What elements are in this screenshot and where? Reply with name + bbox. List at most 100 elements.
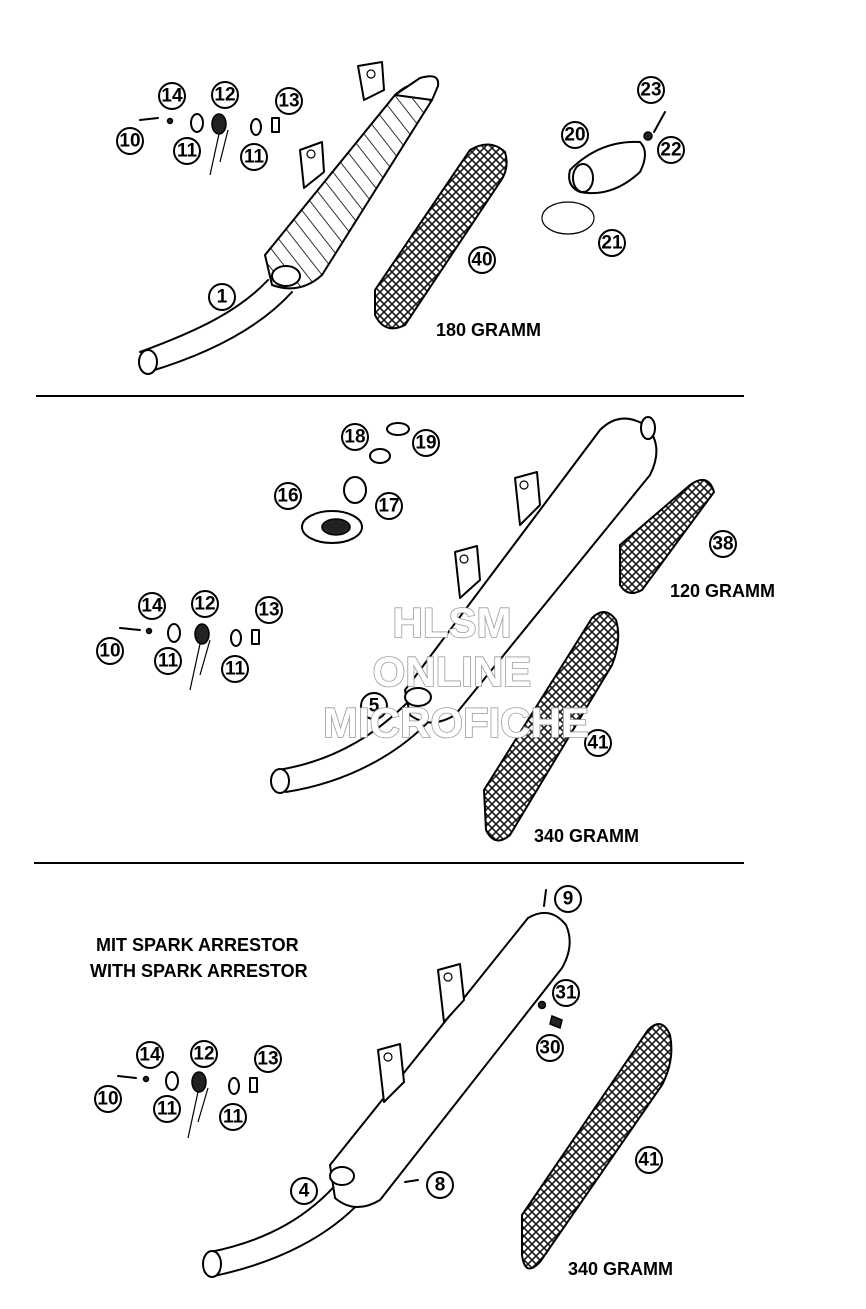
callout-12-s2: 12 bbox=[191, 590, 219, 618]
callout-11b: 11 bbox=[240, 143, 268, 171]
mount-line-2 bbox=[189, 639, 211, 691]
svg-text:14: 14 bbox=[141, 596, 163, 617]
nut-13 bbox=[271, 117, 280, 133]
callout-19: 19 bbox=[412, 429, 440, 457]
bushing-12-s3 bbox=[191, 1071, 207, 1093]
grommet-11a-s3 bbox=[165, 1071, 179, 1091]
callout-30: 30 bbox=[536, 1034, 564, 1062]
callout-11b-s2: 11 bbox=[221, 655, 249, 683]
callout-17: 17 bbox=[375, 492, 403, 520]
callout-9: 9 bbox=[554, 885, 582, 913]
silencer-5-outlet bbox=[640, 416, 656, 440]
silencer-5-pipe-end bbox=[270, 768, 290, 794]
section-1-packing-weight: 180 GRAMM bbox=[436, 320, 541, 340]
svg-text:10: 10 bbox=[99, 641, 120, 662]
callout-11b-s3: 11 bbox=[219, 1103, 247, 1131]
washer-14-s2 bbox=[145, 627, 153, 635]
section-3-title-de: MIT SPARK ARRESTOR bbox=[96, 935, 299, 955]
ring-18 bbox=[369, 448, 391, 464]
svg-text:11: 11 bbox=[157, 1099, 178, 1120]
callout-41-s2: 41 bbox=[584, 729, 612, 757]
watermark-line-1: HLSM bbox=[393, 599, 512, 646]
callout-8: 8 bbox=[426, 1171, 454, 1199]
silencer-5-bracket-a bbox=[514, 471, 541, 526]
svg-text:38: 38 bbox=[712, 534, 733, 555]
silencer-1-inlet bbox=[271, 265, 301, 287]
callout-10-s3: 10 bbox=[94, 1085, 122, 1113]
packing-41-section3 bbox=[521, 1023, 673, 1270]
section-2-silencer bbox=[119, 416, 716, 842]
clip-19 bbox=[386, 422, 410, 436]
silencer-4-inlet bbox=[329, 1166, 355, 1186]
svg-text:8: 8 bbox=[435, 1175, 446, 1196]
callout-38: 38 bbox=[709, 530, 737, 558]
callout-10-s2: 10 bbox=[96, 637, 124, 665]
screw-30 bbox=[549, 1014, 563, 1030]
silencer-1-end-cone bbox=[394, 75, 440, 101]
callout-1: 1 bbox=[208, 283, 236, 311]
callout-20: 20 bbox=[561, 121, 589, 149]
silencer-4-pipe-end bbox=[202, 1250, 222, 1278]
svg-text:13: 13 bbox=[258, 600, 279, 621]
callout-22: 22 bbox=[657, 136, 685, 164]
section-3-packing-weight: 340 GRAMM bbox=[568, 1259, 673, 1279]
callout-21: 21 bbox=[598, 229, 626, 257]
gasket-21 bbox=[541, 201, 595, 235]
washer-14 bbox=[166, 117, 174, 125]
callout-16: 16 bbox=[274, 482, 302, 510]
screw-9 bbox=[543, 889, 547, 907]
svg-text:41: 41 bbox=[638, 1150, 660, 1171]
bolt-10 bbox=[139, 117, 159, 121]
svg-text:12: 12 bbox=[194, 594, 215, 615]
callout-41-s3: 41 bbox=[635, 1146, 663, 1174]
silencer-1-pipe bbox=[139, 279, 269, 353]
callout-13-s2: 13 bbox=[255, 596, 283, 624]
callout-11a-s2: 11 bbox=[154, 647, 182, 675]
svg-text:11: 11 bbox=[244, 147, 265, 168]
grommet-11b-s3 bbox=[228, 1077, 240, 1095]
callout-14-s2: 14 bbox=[138, 592, 166, 620]
silencer-1-bracket-a-hole bbox=[366, 69, 376, 79]
silencer-1-pipe-lower bbox=[147, 291, 293, 373]
svg-text:10: 10 bbox=[119, 131, 140, 152]
silencer-5-bracket-a-hole bbox=[519, 480, 529, 490]
callout-12-s3: 12 bbox=[190, 1040, 218, 1068]
svg-text:23: 23 bbox=[640, 80, 661, 101]
svg-text:11: 11 bbox=[177, 141, 198, 162]
washer-22 bbox=[643, 131, 653, 141]
section-1-callouts: 14 12 13 10 11 11 1 40 23 20 22 21 bbox=[116, 76, 685, 311]
silencer-4-body bbox=[329, 911, 571, 1208]
silencer-5-pipe bbox=[277, 699, 411, 771]
screw-8 bbox=[404, 1179, 419, 1183]
svg-text:13: 13 bbox=[257, 1049, 278, 1070]
bushing-12 bbox=[211, 113, 227, 135]
packing-41-section2 bbox=[482, 611, 620, 842]
svg-text:12: 12 bbox=[193, 1044, 214, 1065]
mount-line-1 bbox=[209, 129, 229, 176]
svg-text:14: 14 bbox=[161, 86, 183, 107]
callout-31: 31 bbox=[552, 979, 580, 1007]
callout-10: 10 bbox=[116, 127, 144, 155]
silencer-1-pipe-end bbox=[138, 349, 158, 375]
callout-12: 12 bbox=[211, 81, 239, 109]
callout-4: 4 bbox=[290, 1177, 318, 1205]
watermark-line-3: MICROFICHE bbox=[323, 699, 589, 746]
svg-text:30: 30 bbox=[539, 1038, 560, 1059]
screw-23 bbox=[653, 111, 666, 133]
svg-text:10: 10 bbox=[97, 1089, 118, 1110]
bushing-12-s2 bbox=[194, 623, 210, 645]
svg-text:11: 11 bbox=[158, 651, 179, 672]
svg-text:18: 18 bbox=[344, 427, 365, 448]
silencer-4-bracket-a-hole bbox=[443, 972, 453, 982]
svg-text:21: 21 bbox=[601, 233, 623, 254]
silencer-5-body bbox=[404, 417, 658, 724]
end-cap-20-opening bbox=[572, 163, 594, 193]
sleeve-17 bbox=[343, 476, 367, 504]
svg-text:19: 19 bbox=[415, 433, 436, 454]
section-2-packing-weight-small: 120 GRAMM bbox=[670, 581, 775, 601]
grommet-11b-s2 bbox=[230, 629, 242, 647]
end-cap-16-opening bbox=[321, 518, 351, 536]
callout-11a: 11 bbox=[173, 137, 201, 165]
packing-38 bbox=[619, 478, 716, 595]
svg-text:1: 1 bbox=[217, 287, 228, 308]
